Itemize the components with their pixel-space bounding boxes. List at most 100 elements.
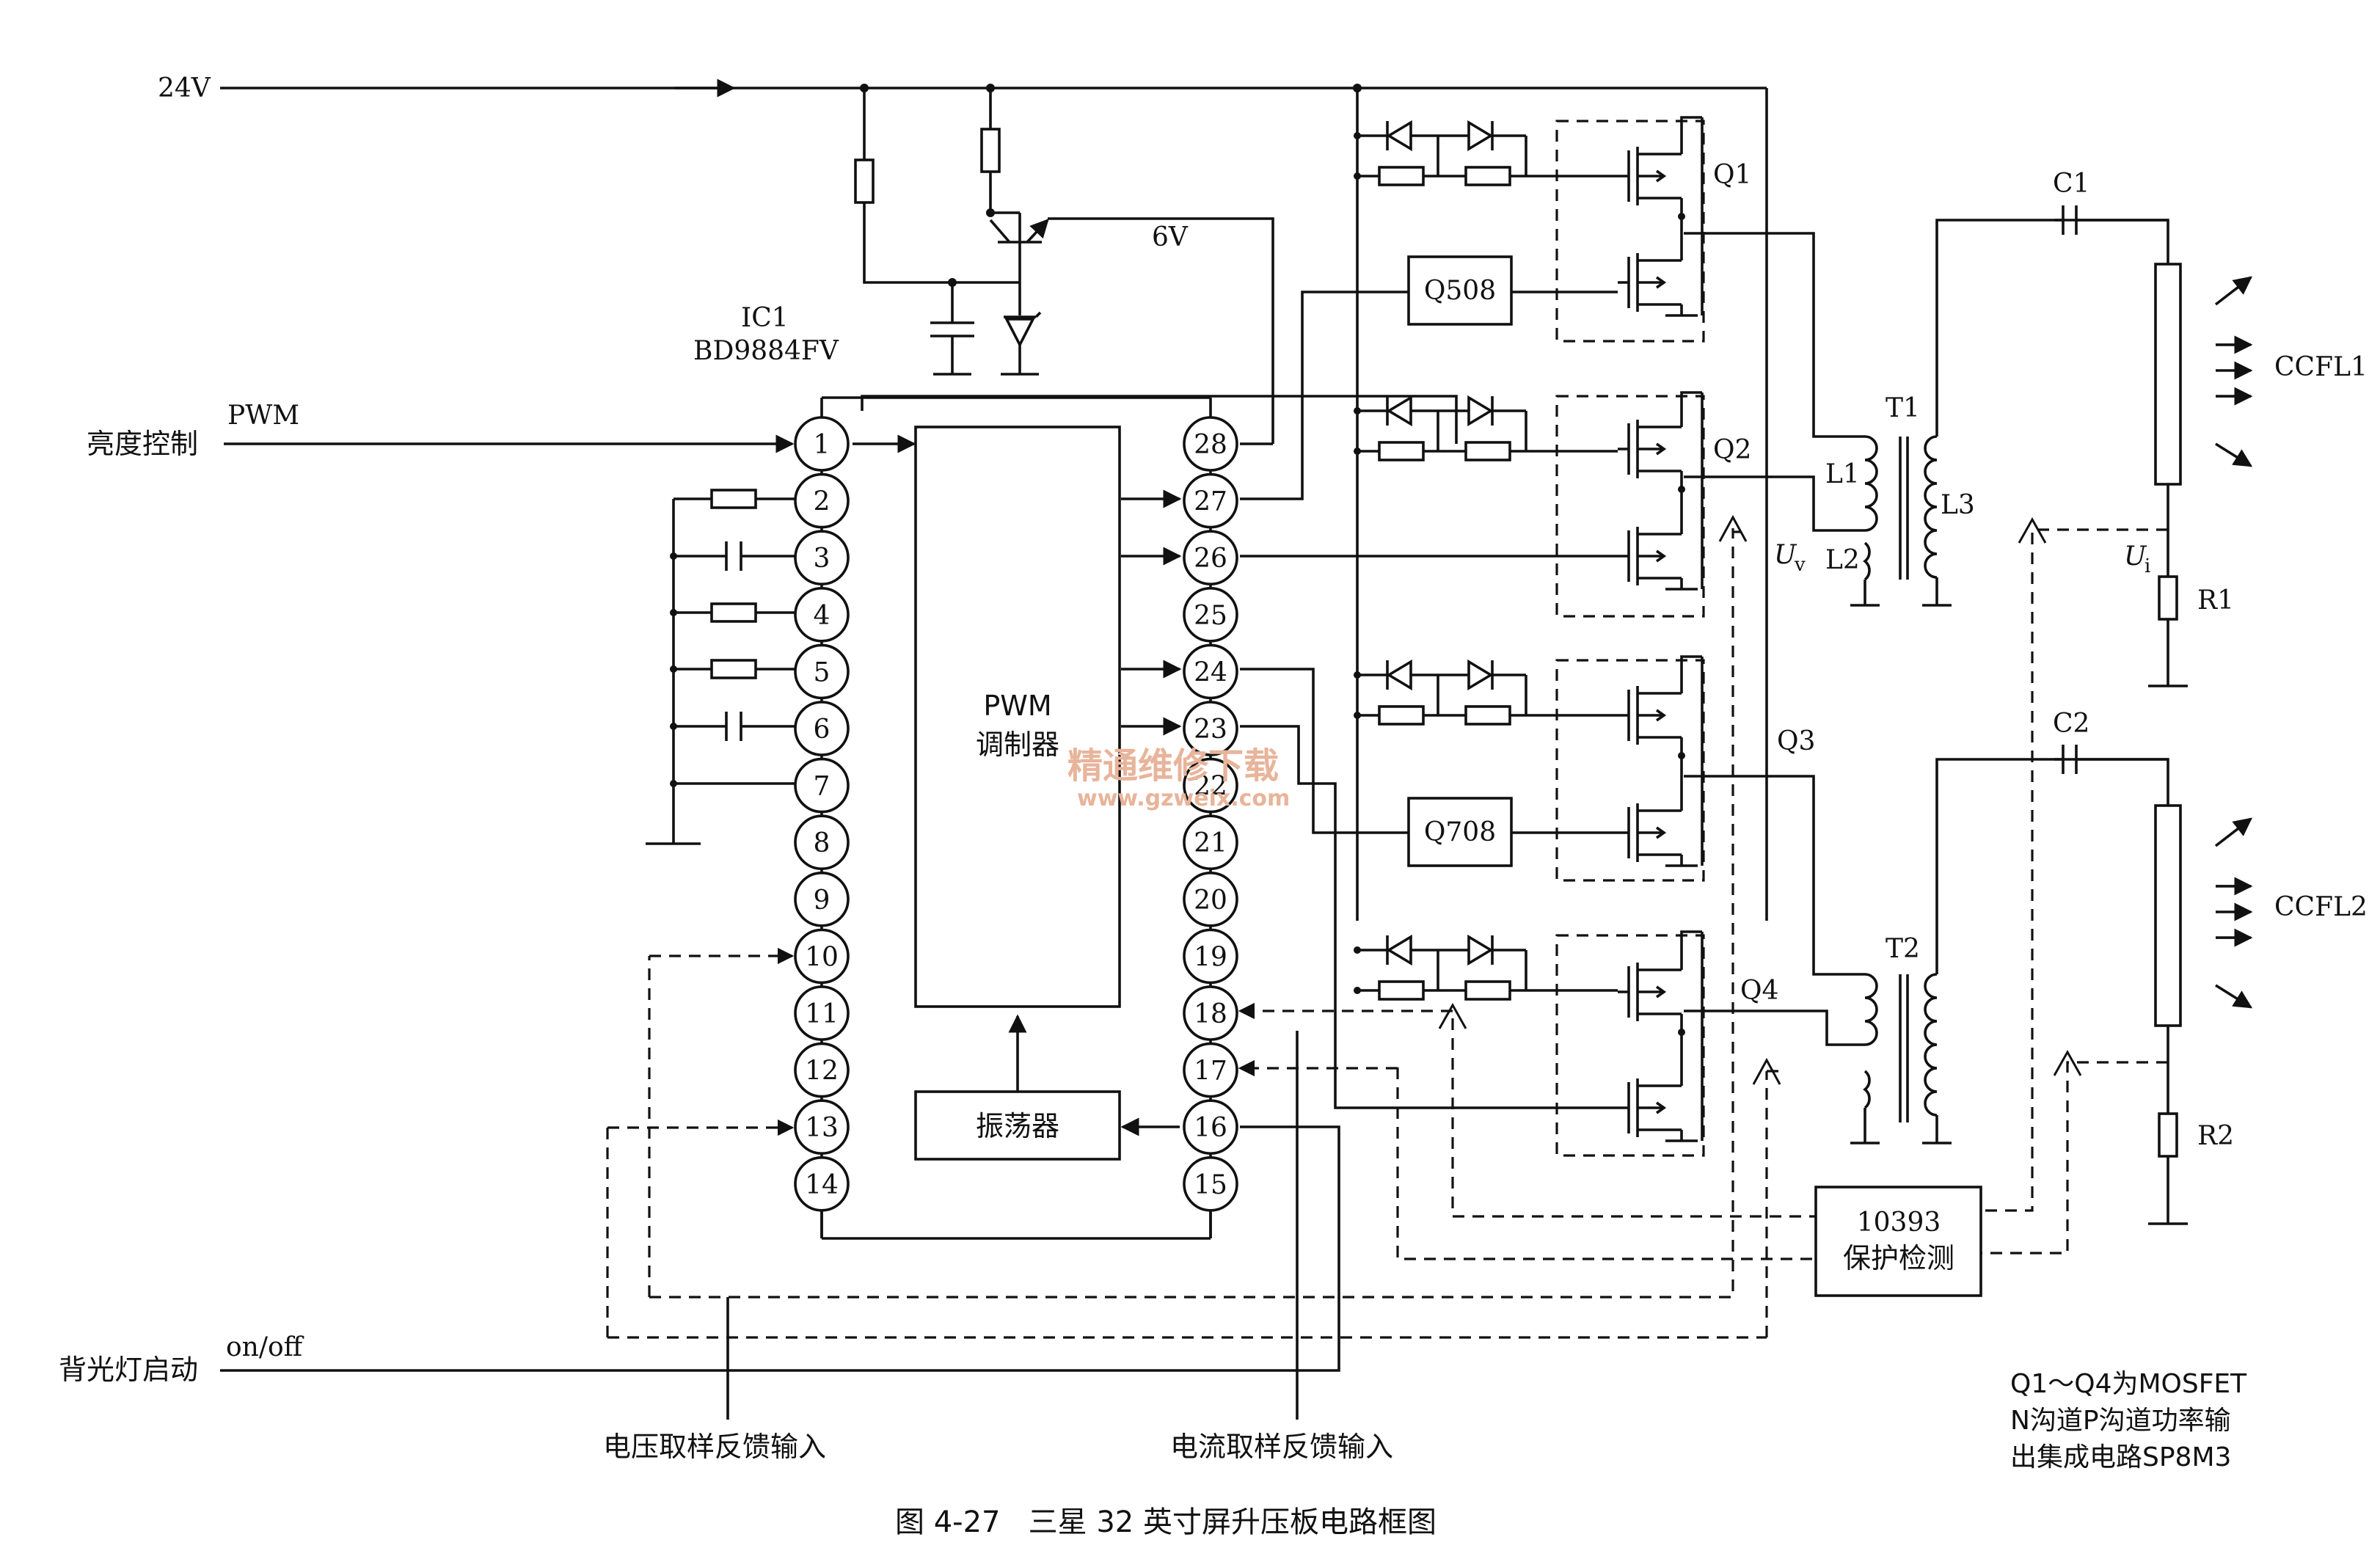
mosfet-stage-1 [1354,116,1705,343]
zener-diode [1004,318,1035,348]
current-feedback-label: 电流取样反馈输入 [1170,1431,1393,1463]
uv-subscript: v [1794,554,1806,576]
q508-label: Q508 [1424,276,1496,306]
watermark-line2: www.gzweix.com [1077,786,1290,811]
ic-output-links [861,291,1618,1109]
mosfet-stages [1354,116,1705,1157]
pwm-core-line1: PWM [983,690,1051,722]
ic-pin-13: 13 [794,1096,850,1155]
onoff-label: on/off [226,1332,304,1362]
ic-pin-label: 4 [814,601,831,631]
supply-24v-label: 24V [158,73,211,103]
backlight-label: 背光灯启动 [59,1354,198,1386]
r1-label: R1 [2197,585,2234,616]
ic-pin-28: 28 [1183,416,1238,472]
t1-label: T1 [1886,393,1920,423]
mosfet-label-q2: Q2 [1713,435,1751,465]
ic-pin-9: 9 [794,869,850,927]
ccfl2-lamp [2154,804,2182,1027]
ccfl1-lamp [2154,263,2182,486]
ic-pin-12: 12 [794,1040,850,1098]
c2-label: C2 [2053,709,2089,739]
r2-resistor [2158,1112,2178,1158]
ic-pin-label: 3 [814,544,831,574]
ic-pin-21: 21 [1183,811,1238,870]
driver-blocks: Q508 Q708 [1407,255,1618,867]
ic-pin-17: 17 [1183,1040,1238,1098]
note-line3: 出集成电路SP8M3 [2010,1442,2231,1472]
ic-pin-7: 7 [794,755,850,814]
pwm-modulator-block [914,426,1121,1008]
ic-pin-label: 17 [1194,1056,1227,1087]
ic-pin-label: 5 [814,657,831,687]
ic-pin-14: 14 [794,1153,850,1212]
ic-pin-22: 22 [1183,755,1238,814]
regulator-resistor [980,128,1001,173]
protection-detect-box [1814,1186,1982,1297]
ic-pin-label: 13 [805,1113,839,1143]
pwm-input-label: PWM [227,401,299,431]
ic-pin-label: 27 [1194,487,1227,517]
figure-caption: 图 4-27 三星 32 英寸屏升压板电路框图 [895,1505,1437,1539]
ccfl1-label: CCFL1 [2274,352,2368,382]
ic-pin-label: 26 [1194,544,1227,574]
ic-pin-label: 21 [1194,828,1227,858]
ic-pin-11: 11 [794,982,850,1041]
mosfet-stage-2 [1354,391,1705,618]
oscillator-block [914,1090,1121,1161]
ic-pin-label: 7 [814,772,831,802]
output-ccfl1: C1 R1 CCFL1 U i [1981,169,2368,1212]
protection-block: 10393 保护检测 [1814,1186,1982,1297]
ic-pin-label: 10 [805,942,839,972]
ic-name-label: IC1 [741,303,789,333]
oscillator-label: 振荡器 [976,1110,1059,1142]
q708-block [1407,797,1513,867]
ic-pin-18: 18 [1183,982,1238,1041]
ui-label: U [2124,541,2147,572]
left-pin-components [646,489,795,845]
ccfl1-rays [2214,276,2253,467]
ic-pin-8: 8 [794,811,850,870]
ic-pin-label: 23 [1194,715,1227,745]
mosfet-label-q4: Q4 [1740,976,1778,1006]
brightness-input: 亮度控制 PWM [87,401,795,460]
l2-label: L2 [1825,545,1860,575]
ic-pin-3: 3 [794,527,850,586]
note-line2: N沟道P沟道功率输 [2010,1406,2231,1436]
ic-pin-label: 12 [805,1056,839,1087]
ic-pin-label: 25 [1194,601,1227,631]
ic-pin-26: 26 [1183,527,1238,586]
ic-pin-label: 15 [1194,1170,1227,1200]
ic-pin-27: 27 [1183,470,1238,529]
ccfl2-label: CCFL2 [2274,892,2368,922]
ic-pin-10: 10 [794,925,850,985]
ic-pin-label: 28 [1194,430,1227,460]
ic-pin-label: 14 [805,1170,839,1200]
ic-pin-25: 25 [1183,584,1238,643]
ic-pin-label: 6 [814,715,831,745]
ic-pin-label: 24 [1194,657,1227,687]
watermark-line1: 精通维修下载 [1067,745,1279,786]
protect-line1: 10393 [1857,1208,1941,1238]
light-rays [2214,276,2253,1009]
note-line1: Q1～Q4为MOSFET [2010,1369,2247,1399]
ic-pin-4: 4 [794,584,850,643]
backlight-input: 背光灯启动 on/off [59,1125,1340,1386]
ic-pin-label: 1 [814,430,831,460]
brightness-label: 亮度控制 [87,428,198,460]
supply-6v-label: 6V [1152,222,1189,252]
ic-pin-6: 6 [794,698,850,756]
ic-part-label: BD9884FV [693,336,839,366]
ic-pin-label: 19 [1194,942,1227,972]
ic-pin-5: 5 [794,640,850,700]
c1-label: C1 [2053,169,2089,199]
supply-section: 24V 6V IC1 BD9884FV [158,73,1768,921]
ic-pin-label: 16 [1194,1113,1227,1143]
ic-pin-2: 2 [794,470,850,529]
ic-pin-19: 19 [1183,925,1238,985]
ic-pin-24: 24 [1183,640,1238,700]
